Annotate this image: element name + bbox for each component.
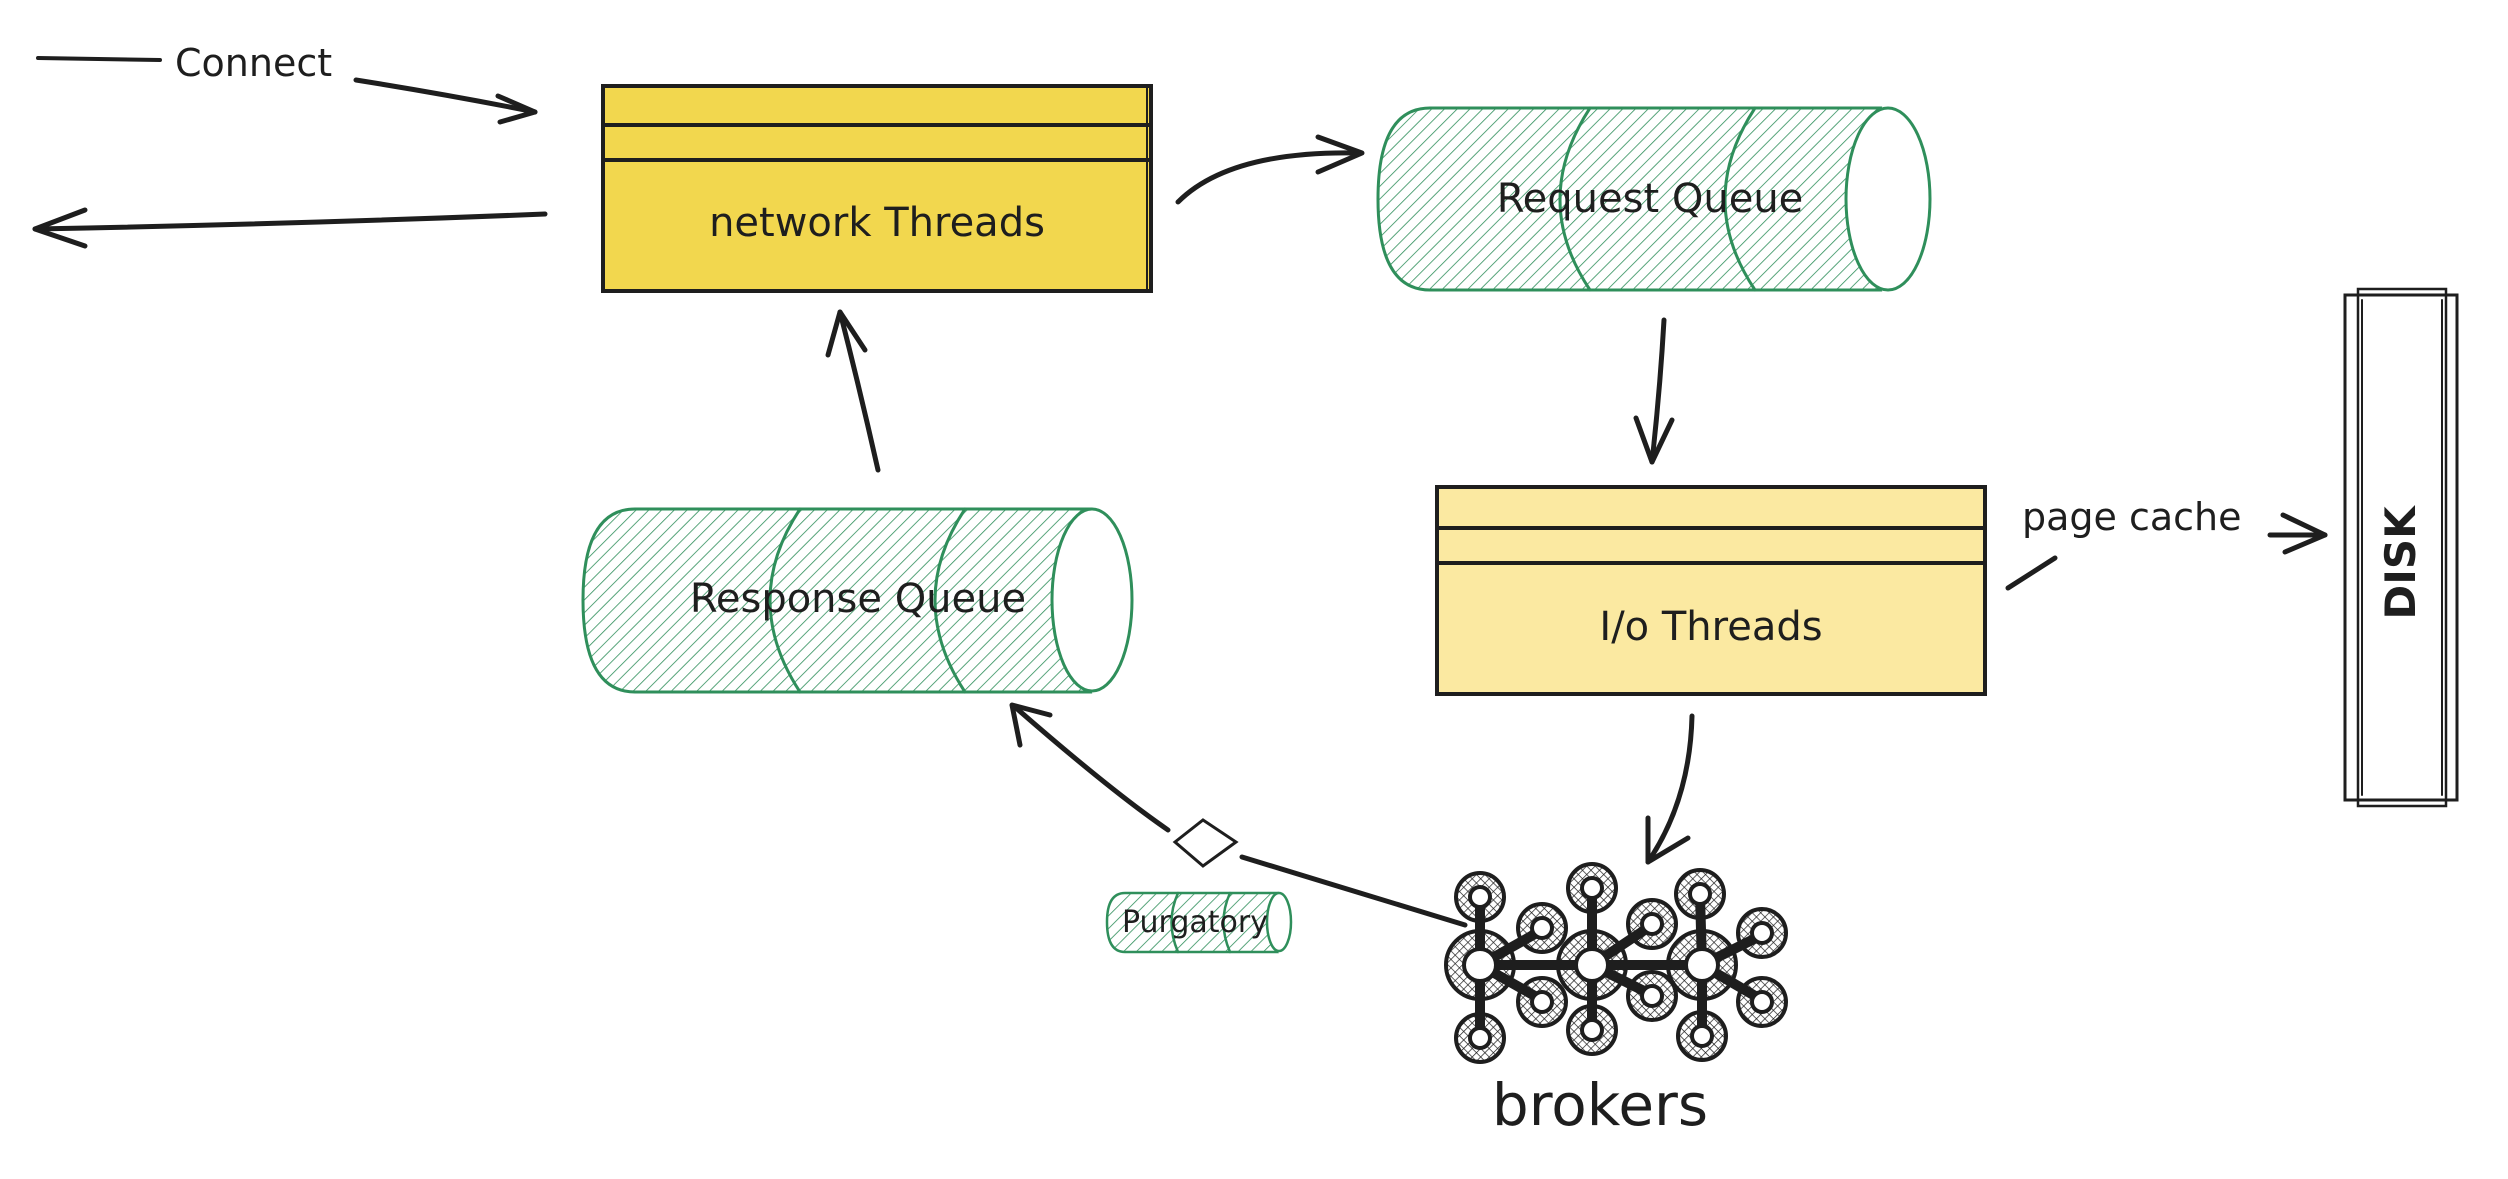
diamond-icon bbox=[1172, 818, 1239, 868]
request-queue-cylinder bbox=[1376, 106, 1932, 292]
response-queue-label: Response Queue bbox=[690, 576, 1026, 622]
io-threads-block bbox=[1435, 485, 1987, 696]
disk-label: DISK bbox=[2376, 505, 2425, 620]
brokers-to-response-arrow bbox=[1009, 702, 1468, 928]
request-queue-label: Request Queue bbox=[1497, 176, 1804, 222]
io-to-brokers-arrow bbox=[1645, 713, 1695, 865]
response-queue-cylinder bbox=[581, 507, 1134, 694]
network-threads-block bbox=[601, 84, 1153, 293]
io-threads-box bbox=[1435, 485, 1987, 696]
purgatory-label: Purgatory bbox=[1122, 905, 1268, 940]
connect-label: Connect bbox=[175, 41, 332, 85]
page-cache-arrow bbox=[2005, 512, 2328, 591]
connect-arrow bbox=[36, 56, 538, 125]
response-out-arrow bbox=[32, 207, 548, 249]
response-to-network-arrow bbox=[825, 309, 881, 473]
network-to-request-arrow bbox=[1175, 134, 1365, 205]
network-graph-icon bbox=[1444, 862, 1788, 1064]
request-to-io-arrow bbox=[1633, 317, 1675, 465]
disk-store bbox=[2343, 287, 2459, 808]
io-threads-label: I/o Threads bbox=[1599, 604, 1822, 650]
network-threads-label: network Threads bbox=[709, 200, 1045, 246]
brokers-label: brokers bbox=[1492, 1071, 1708, 1139]
network-threads-box bbox=[601, 84, 1153, 293]
page-cache-label: page cache bbox=[2022, 495, 2242, 539]
purgatory-cylinder bbox=[1105, 891, 1293, 954]
